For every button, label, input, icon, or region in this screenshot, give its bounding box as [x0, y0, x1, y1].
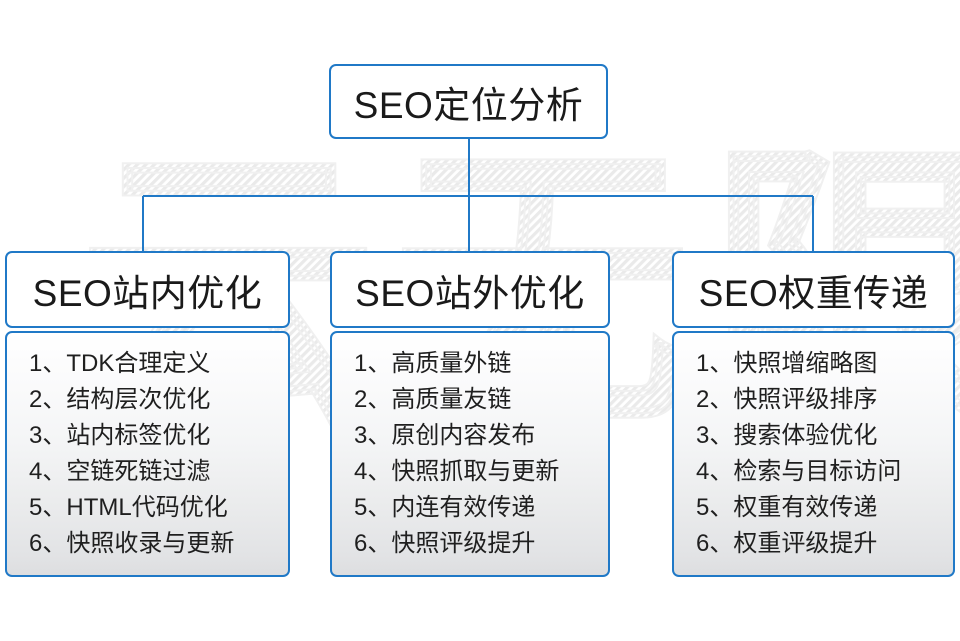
list-item-number: 6、 — [354, 530, 392, 557]
list-item[interactable]: 2、 结构层次优化 — [29, 382, 288, 418]
list-item[interactable]: 4、 检索与目标访问 — [696, 454, 953, 490]
column-list-seo-onsite: 1、 TDK合理定义 2、 结构层次优化 3、 站内标签优化 4、 空链死链过滤… — [5, 331, 290, 577]
list-item-label: 权重有效传递 — [733, 494, 878, 521]
list-item-number: 2、 — [354, 386, 392, 413]
list-item[interactable]: 2、 快照评级排序 — [696, 382, 953, 418]
list-item-number: 3、 — [29, 422, 67, 449]
list-item-label: 快照增缩略图 — [733, 350, 878, 377]
list-item[interactable]: 3、 原创内容发布 — [354, 418, 608, 454]
list-item[interactable]: 2、 高质量友链 — [354, 382, 608, 418]
list-item-label: 权重评级提升 — [733, 530, 878, 557]
list-item-label: 内连有效传递 — [391, 494, 536, 521]
list-item[interactable]: 4、 快照抓取与更新 — [354, 454, 608, 490]
list-item[interactable]: 3、 搜索体验优化 — [696, 418, 953, 454]
column-list-seo-offsite: 1、 高质量外链 2、 高质量友链 3、 原创内容发布 4、 快照抓取与更新 5… — [330, 331, 610, 577]
list-item-number: 5、 — [354, 494, 392, 521]
list-item-label: 快照评级排序 — [733, 386, 878, 413]
list-item[interactable]: 5、 内连有效传递 — [354, 490, 608, 526]
list-item[interactable]: 6、 快照评级提升 — [354, 526, 608, 562]
column-header-label: SEO站外优化 — [355, 272, 585, 314]
list-item-label: 高质量友链 — [391, 386, 512, 413]
list-item-number: 5、 — [29, 494, 67, 521]
list-item-label: 结构层次优化 — [66, 386, 211, 413]
list-item-number: 3、 — [696, 422, 734, 449]
list-item[interactable]: 1、 快照增缩略图 — [696, 346, 953, 382]
list-item[interactable]: 3、 站内标签优化 — [29, 418, 288, 454]
list-item-label: 搜索体验优化 — [733, 422, 878, 449]
list-item-label: 空链死链过滤 — [66, 458, 211, 485]
list-item-label: 检索与目标访问 — [733, 458, 902, 485]
list-item-label: 高质量外链 — [391, 350, 512, 377]
column-header-seo-offsite[interactable]: SEO站外优化 — [330, 251, 610, 328]
list-item-number: 5、 — [696, 494, 734, 521]
column-list-seo-weight: 1、 快照增缩略图 2、 快照评级排序 3、 搜索体验优化 4、 检索与目标访问… — [672, 331, 955, 577]
list-item-number: 6、 — [29, 530, 67, 557]
root-node-label: SEO定位分析 — [353, 84, 584, 126]
column-header-label: SEO权重传递 — [698, 272, 929, 314]
root-node-seo-positioning-analysis[interactable]: SEO定位分析 — [329, 64, 608, 139]
list-item[interactable]: 6、 快照收录与更新 — [29, 526, 288, 562]
list-item-label: HTML代码优化 — [66, 494, 228, 521]
list-item-number: 2、 — [29, 386, 67, 413]
list-item[interactable]: 1、 TDK合理定义 — [29, 346, 288, 382]
list-item[interactable]: 1、 高质量外链 — [354, 346, 608, 382]
column-header-label: SEO站内优化 — [32, 272, 263, 314]
list-item-label: TDK合理定义 — [66, 350, 211, 377]
list-item-number: 4、 — [696, 458, 734, 485]
list-item-label: 快照收录与更新 — [66, 530, 235, 557]
column-header-seo-onsite[interactable]: SEO站内优化 — [5, 251, 290, 328]
list-item-number: 4、 — [354, 458, 392, 485]
list-item-label: 快照评级提升 — [391, 530, 536, 557]
list-item-number: 1、 — [354, 350, 392, 377]
list-item-number: 1、 — [29, 350, 67, 377]
list-item[interactable]: 6、 权重评级提升 — [696, 526, 953, 562]
list-item[interactable]: 4、 空链死链过滤 — [29, 454, 288, 490]
list-item-number: 2、 — [696, 386, 734, 413]
list-item-number: 4、 — [29, 458, 67, 485]
list-item-number: 1、 — [696, 350, 734, 377]
list-item-label: 快照抓取与更新 — [391, 458, 560, 485]
list-item-label: 站内标签优化 — [66, 422, 211, 449]
list-item-label: 原创内容发布 — [391, 422, 536, 449]
list-item-number: 6、 — [696, 530, 734, 557]
list-item[interactable]: 5、 HTML代码优化 — [29, 490, 288, 526]
list-item[interactable]: 5、 权重有效传递 — [696, 490, 953, 526]
column-header-seo-weight[interactable]: SEO权重传递 — [672, 251, 955, 328]
list-item-number: 3、 — [354, 422, 392, 449]
